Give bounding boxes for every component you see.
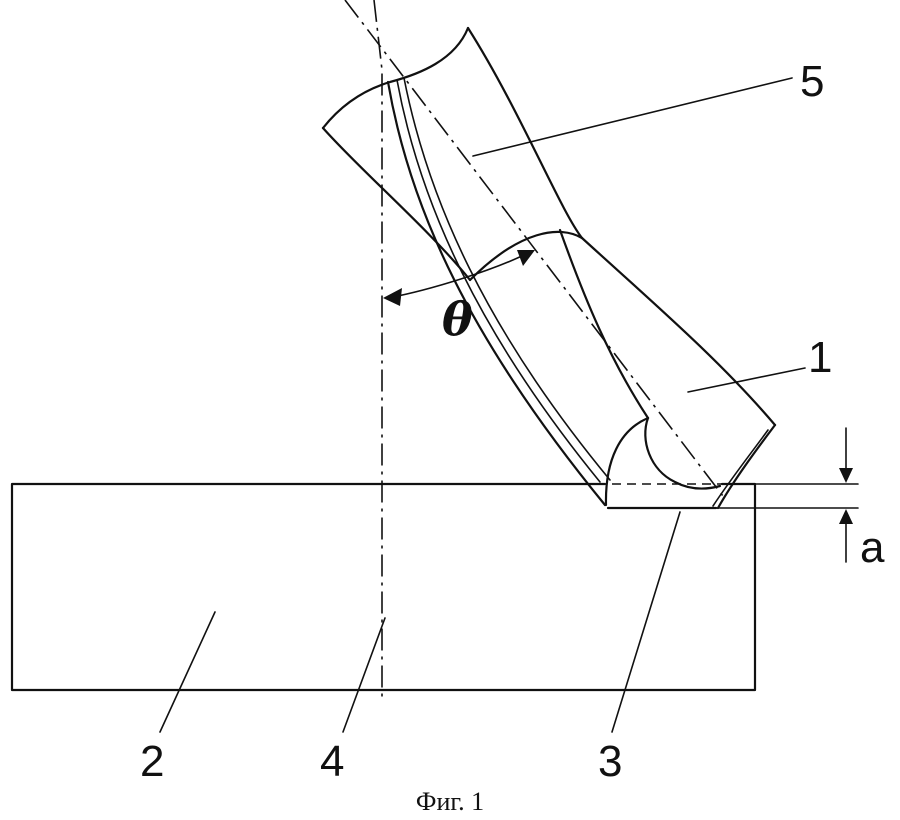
drill-upper-flute-curve	[468, 230, 584, 282]
drill-shank-top	[321, 26, 470, 130]
workpiece-outline	[10, 482, 757, 692]
angle-arrowhead-left	[383, 288, 402, 306]
flute-edge-outer	[386, 80, 607, 507]
workpiece-axis-line	[373, 0, 383, 700]
flute-edge-inner-2	[403, 77, 611, 481]
label-drill: 1	[808, 333, 832, 382]
leader-line-4	[342, 617, 386, 733]
depth-arrowhead-top	[839, 468, 853, 483]
drill-tip-right-inner	[712, 429, 769, 507]
label-drill-axis: 5	[800, 57, 824, 106]
angle-indicator	[383, 250, 535, 306]
label-workpiece-axis: 4	[320, 737, 344, 786]
depth-arrowhead-bottom	[839, 509, 853, 524]
leader-line-3	[611, 511, 681, 733]
drill-right-edge	[466, 26, 584, 240]
drill-left-edge	[321, 126, 472, 282]
workpiece	[10, 482, 757, 692]
leader-line-5	[472, 77, 793, 157]
angle-arc	[387, 251, 531, 299]
drill-axis-line	[344, 0, 727, 501]
drill-body-center-curve	[558, 228, 650, 420]
flute-edge-inner-1	[396, 79, 601, 483]
figure-caption: Фиг. 1	[416, 787, 484, 816]
drill-tip-right	[716, 423, 777, 510]
leader-line-1	[687, 367, 806, 393]
label-hole: 3	[598, 737, 622, 786]
depth-dimension	[715, 427, 859, 563]
label-workpiece: 2	[140, 737, 164, 786]
label-depth: a	[860, 523, 885, 572]
angle-arrowhead-right	[517, 250, 535, 266]
drill	[321, 26, 777, 510]
label-angle: θ	[442, 292, 473, 346]
drill-body-lower-right	[580, 236, 777, 427]
drill-lip-relief	[644, 416, 722, 490]
drill-chisel-edge	[604, 416, 650, 507]
leader-line-2	[159, 611, 216, 733]
